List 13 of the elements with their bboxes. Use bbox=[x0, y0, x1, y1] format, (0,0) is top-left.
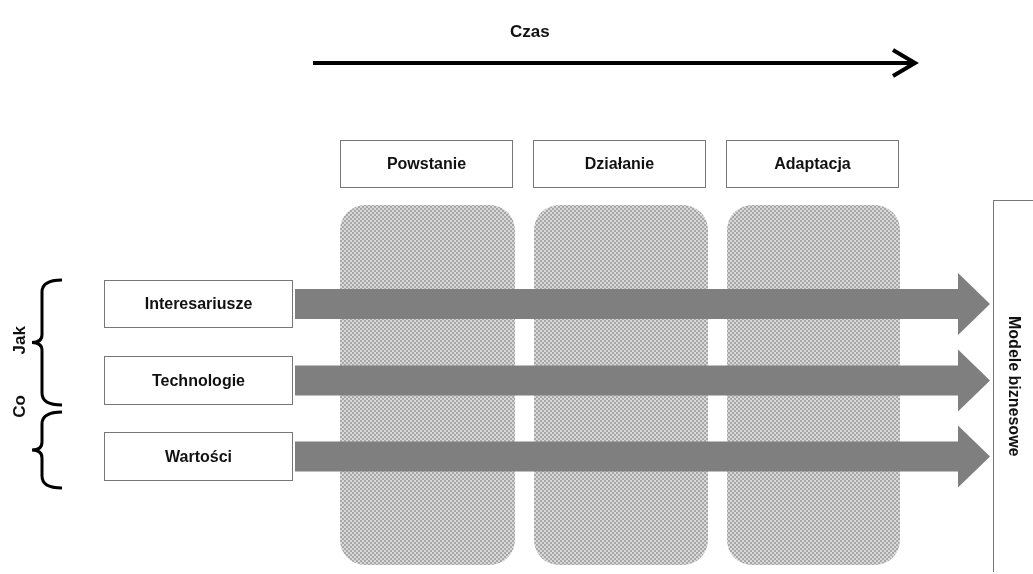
arrow bbox=[295, 273, 990, 335]
result-box: Modele biznesowe bbox=[993, 200, 1033, 572]
phase-box: Adaptacja bbox=[726, 140, 899, 188]
arrow bbox=[295, 425, 990, 488]
group-label: Co bbox=[10, 395, 30, 418]
group-label: Jak bbox=[10, 326, 30, 355]
row-box: Wartości bbox=[104, 432, 293, 481]
phase-box: Działanie bbox=[533, 140, 706, 188]
row-box: Interesariusze bbox=[104, 280, 293, 328]
axis-label: Czas bbox=[510, 22, 550, 42]
phase-box: Powstanie bbox=[340, 140, 513, 188]
row-box: Technologie bbox=[104, 356, 293, 405]
arrow bbox=[295, 349, 990, 412]
